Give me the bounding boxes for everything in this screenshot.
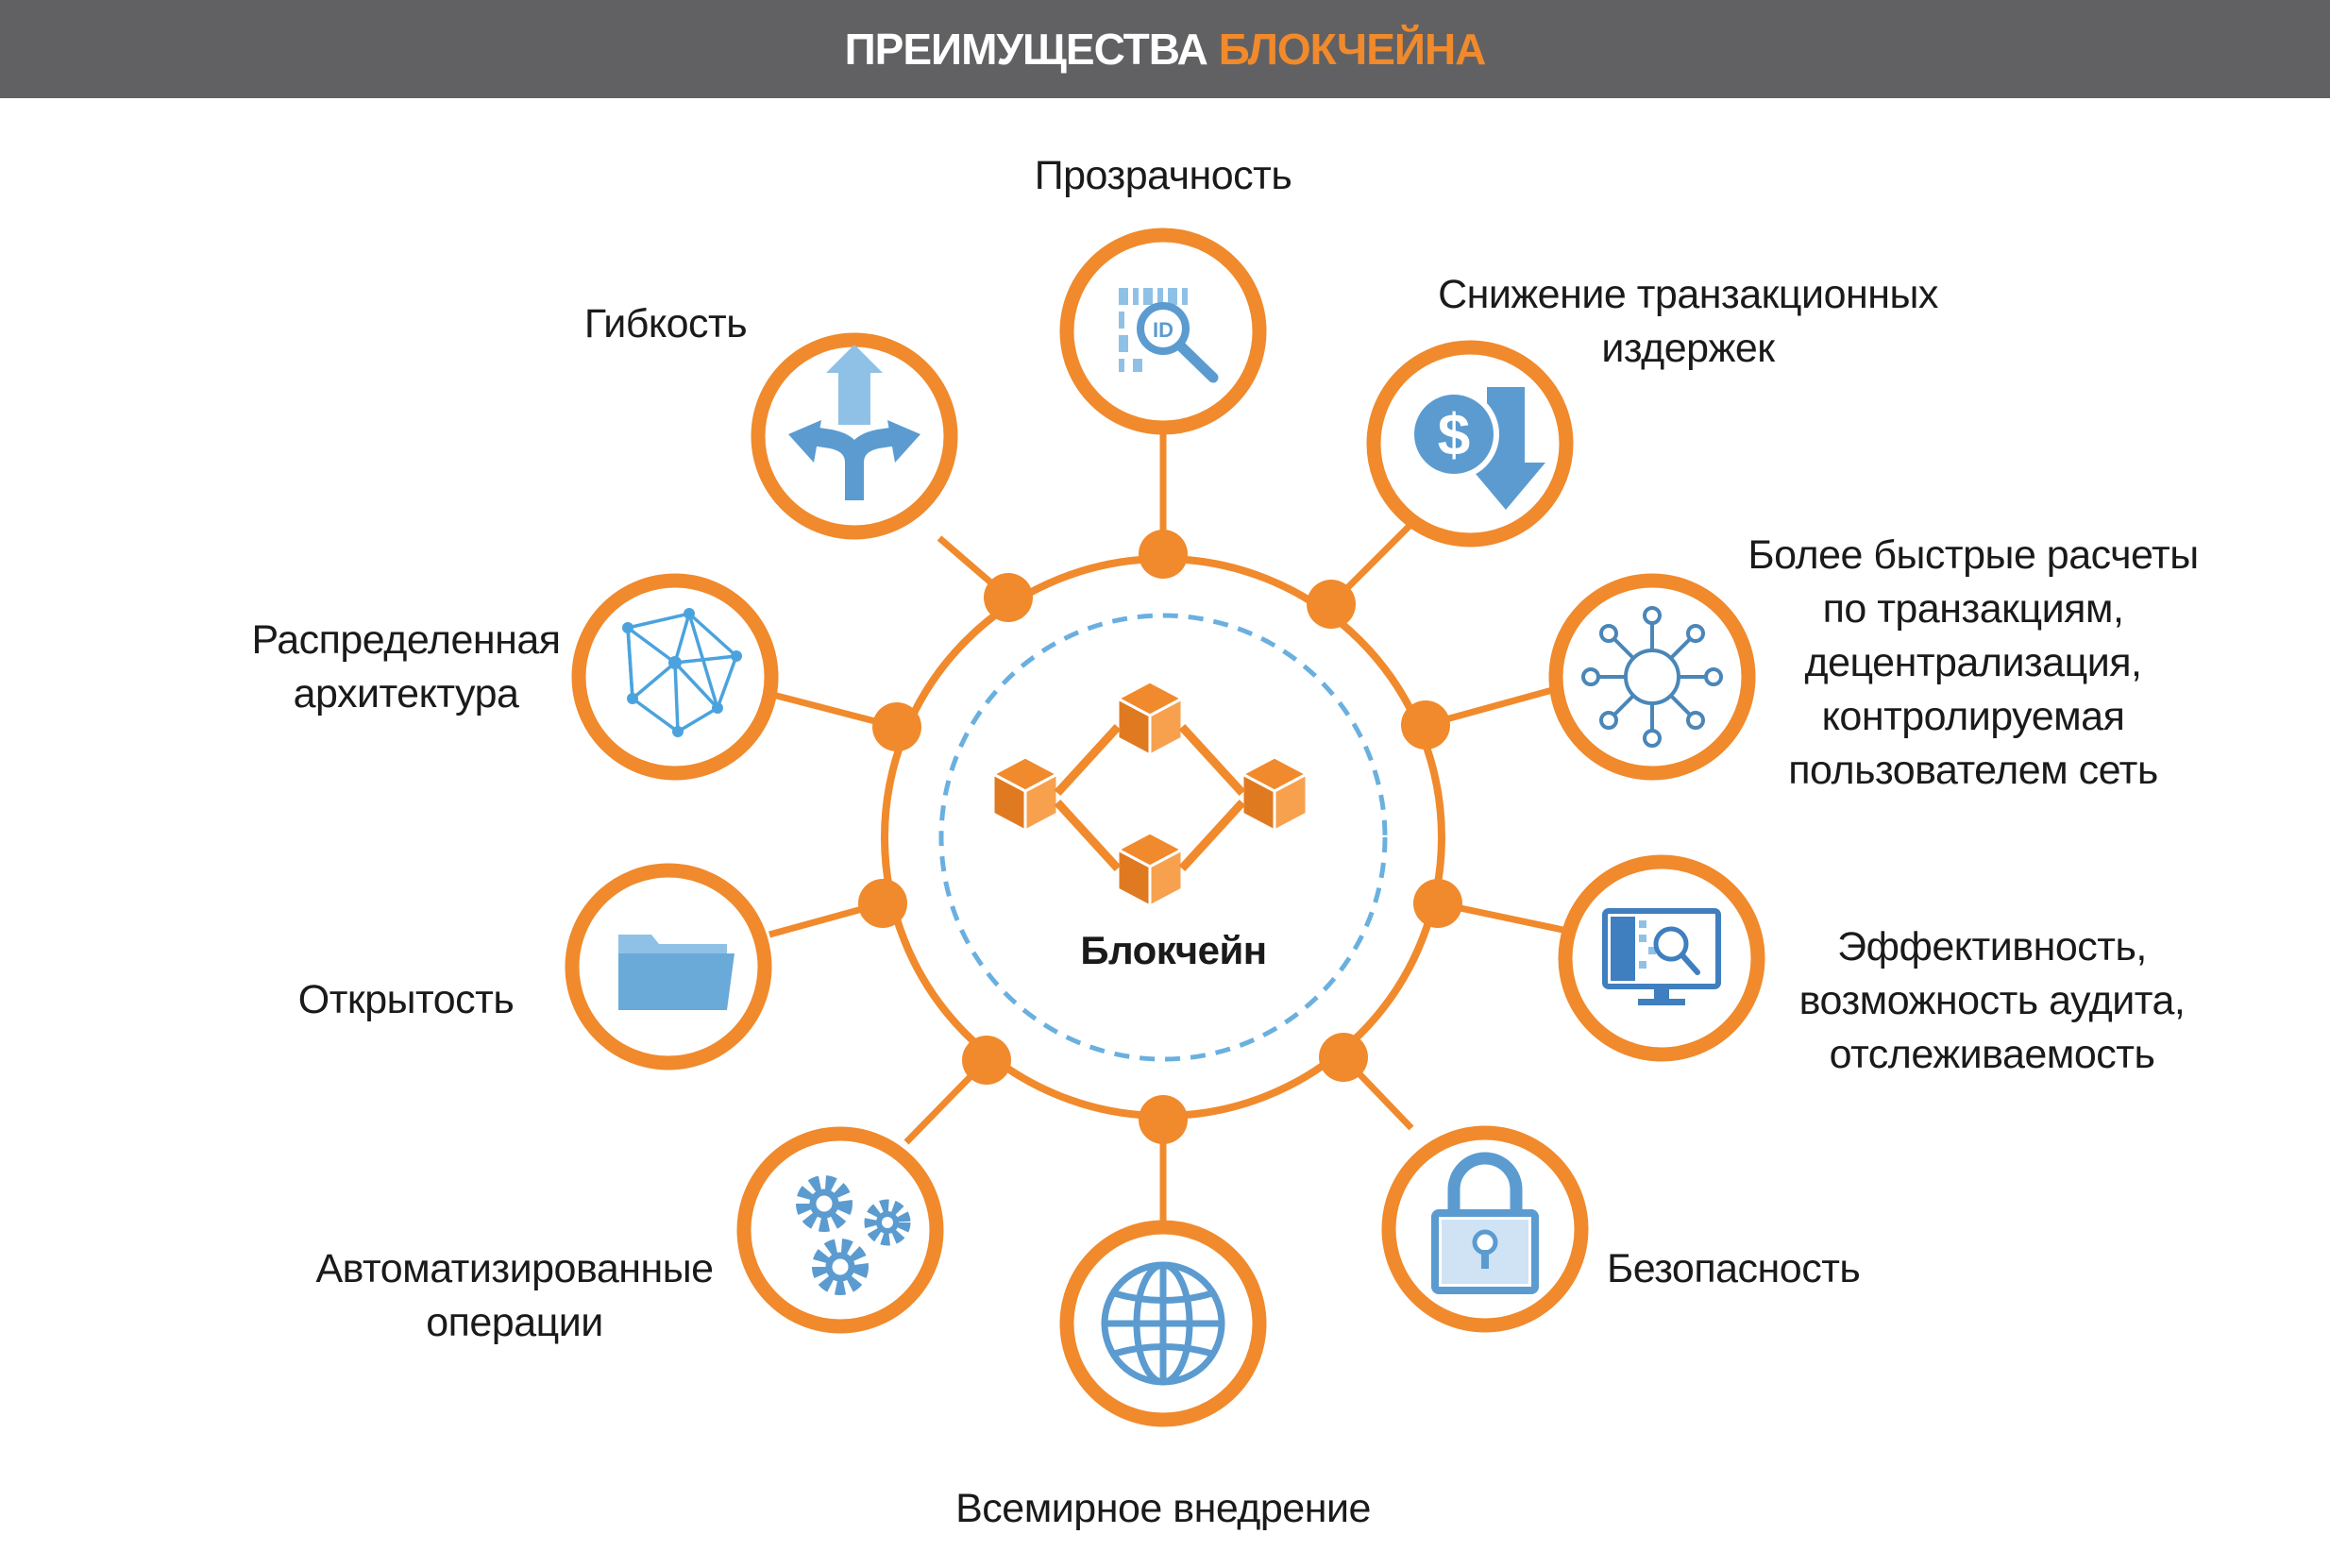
- label-openness: Открытость: [255, 973, 557, 1027]
- label-line: контролируемая: [1821, 694, 2125, 739]
- node-circle-flexibility: [751, 332, 958, 540]
- label-efficiency: Эффективность, возможность аудита, отсле…: [1756, 920, 2228, 1082]
- dot-speed: [1401, 700, 1450, 750]
- svg-text:$: $: [1438, 403, 1470, 468]
- node-circle-automation: [736, 1126, 944, 1334]
- dollar-down-icon: $: [1409, 387, 1545, 510]
- header-bar: ПРЕИМУЩЕСТВА БЛОКЧЕЙНА: [0, 0, 2330, 98]
- label-speed: Более быстрые расчеты по транзакциям, де…: [1699, 529, 2247, 798]
- folder-icon: [618, 935, 734, 1010]
- dot-openness: [858, 879, 907, 928]
- dot-efficiency: [1413, 879, 1462, 928]
- label-flexibility: Гибкость: [524, 297, 807, 351]
- label-line: децентрализация,: [1804, 640, 2142, 685]
- label-security: Безопасность: [1607, 1242, 1861, 1296]
- node-circles: [565, 228, 1765, 1427]
- title-accent: БЛОКЧЕЙНА: [1218, 25, 1487, 74]
- label-line: издержек: [1601, 326, 1775, 371]
- label-automation: Автоматизированные операции: [283, 1242, 746, 1350]
- label-line: Более быстрые расчеты: [1748, 532, 2199, 578]
- label-line: Открытость: [297, 977, 515, 1022]
- label-worldwide: Всемирное внедрение: [880, 1482, 1446, 1536]
- monitor-search-icon: [1602, 908, 1721, 1005]
- dot-distributed: [872, 702, 921, 751]
- globe-icon: [1101, 1261, 1225, 1386]
- label-line: возможность аудита,: [1798, 978, 2186, 1023]
- label-line: Автоматизированные: [315, 1246, 714, 1291]
- label-line: Эффективность,: [1837, 924, 2147, 969]
- label-distributed: Распределенная архитектура: [217, 614, 595, 721]
- id-search-icon: ID: [1119, 288, 1219, 383]
- page-title: ПРЕИМУЩЕСТВА БЛОКЧЕЙНА: [844, 24, 1487, 75]
- label-line: архитектура: [293, 671, 519, 717]
- dot-automation: [962, 1036, 1011, 1085]
- dot-worldwide: [1139, 1095, 1188, 1144]
- outer-ring: [881, 555, 1445, 1120]
- dot-transparency: [1139, 530, 1188, 579]
- title-main: ПРЕИМУЩЕСТВА: [844, 25, 1208, 74]
- split-arrows-icon: [788, 345, 920, 500]
- center-label: Блокчейн: [1080, 928, 1267, 972]
- label-line: отслеживаемость: [1829, 1032, 2155, 1077]
- label-line: Гибкость: [583, 301, 748, 346]
- blockchain-cubes-icon: [989, 680, 1310, 909]
- gears-icon: [796, 1175, 911, 1295]
- label-line: операции: [426, 1300, 603, 1345]
- label-line: Прозрачность: [1034, 153, 1292, 198]
- inner-dashed-ring: [938, 613, 1388, 1062]
- label-line: Распределенная: [251, 617, 561, 663]
- label-cost: Снижение транзакционных издержек: [1386, 268, 1990, 376]
- label-transparency: Прозрачность: [1021, 149, 1305, 203]
- padlock-icon: [1431, 1152, 1539, 1294]
- label-line: Снижение транзакционных: [1438, 272, 1938, 317]
- label-line: по транзакциям,: [1822, 586, 2124, 632]
- dot-security: [1319, 1033, 1368, 1082]
- label-line: пользователем сеть: [1788, 748, 2158, 793]
- label-line: Всемирное внедрение: [955, 1486, 1371, 1531]
- label-line: Безопасность: [1607, 1246, 1861, 1291]
- network-hub-icon: [1581, 606, 1723, 748]
- junction-dots: [858, 530, 1462, 1144]
- svg-text:ID: ID: [1153, 318, 1173, 342]
- dot-cost: [1307, 580, 1356, 629]
- dot-flexibility: [984, 573, 1033, 622]
- mesh-network-icon: [622, 608, 742, 737]
